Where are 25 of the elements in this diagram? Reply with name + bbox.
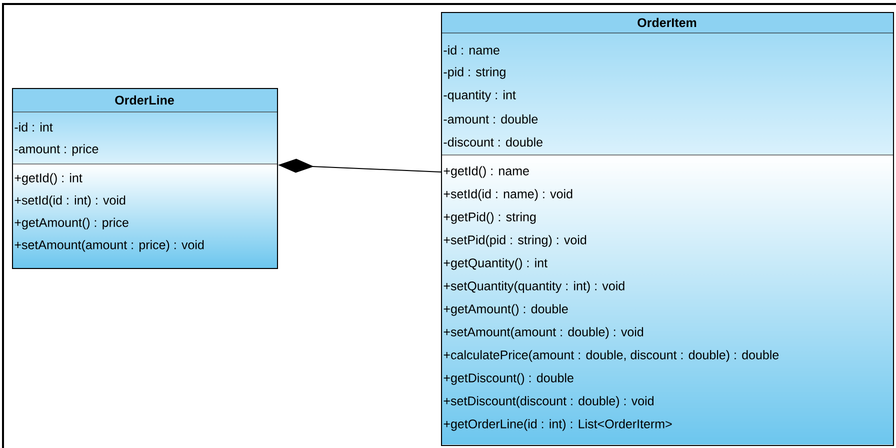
method: +getId() : int [14,173,82,185]
attribute: -amount : double [444,114,538,124]
attribute: -discount : double [444,137,542,147]
class-name: OrderLine [115,95,174,105]
method: +setPid(pid : string) : void [444,235,586,247]
attribute: -id : int [14,122,53,132]
method: +getDiscount() : double [444,373,574,385]
method: +setDiscount(discount : double) : void [444,396,654,408]
method: +getQuantity() : int [444,258,548,270]
attribute: -pid : string [444,67,506,79]
method: +setId(id : name) : void [444,189,572,201]
method: +setAmount(amount : price) : void [14,240,204,252]
method: +getPid() : string [444,212,536,224]
method: +getAmount() : price [14,218,128,230]
attribute: -amount : price [14,144,98,156]
method: +getOrderLine(id : int) : List<OrderIterm> [444,419,672,431]
method: +setQuantity(quantity : int) : void [444,281,624,293]
method: +getAmount() : double [444,304,568,316]
attribute: -id : name [444,45,500,55]
method: +calculatePrice(amount : double, discount : double) : double [444,350,779,362]
method: +getId() : name [444,166,529,178]
attribute: -quantity : int [444,90,516,102]
method: +setAmount(amount : double) : void [444,327,644,339]
method: +setId(id : int) : void [14,195,126,208]
class-name: OrderItem [638,18,696,28]
